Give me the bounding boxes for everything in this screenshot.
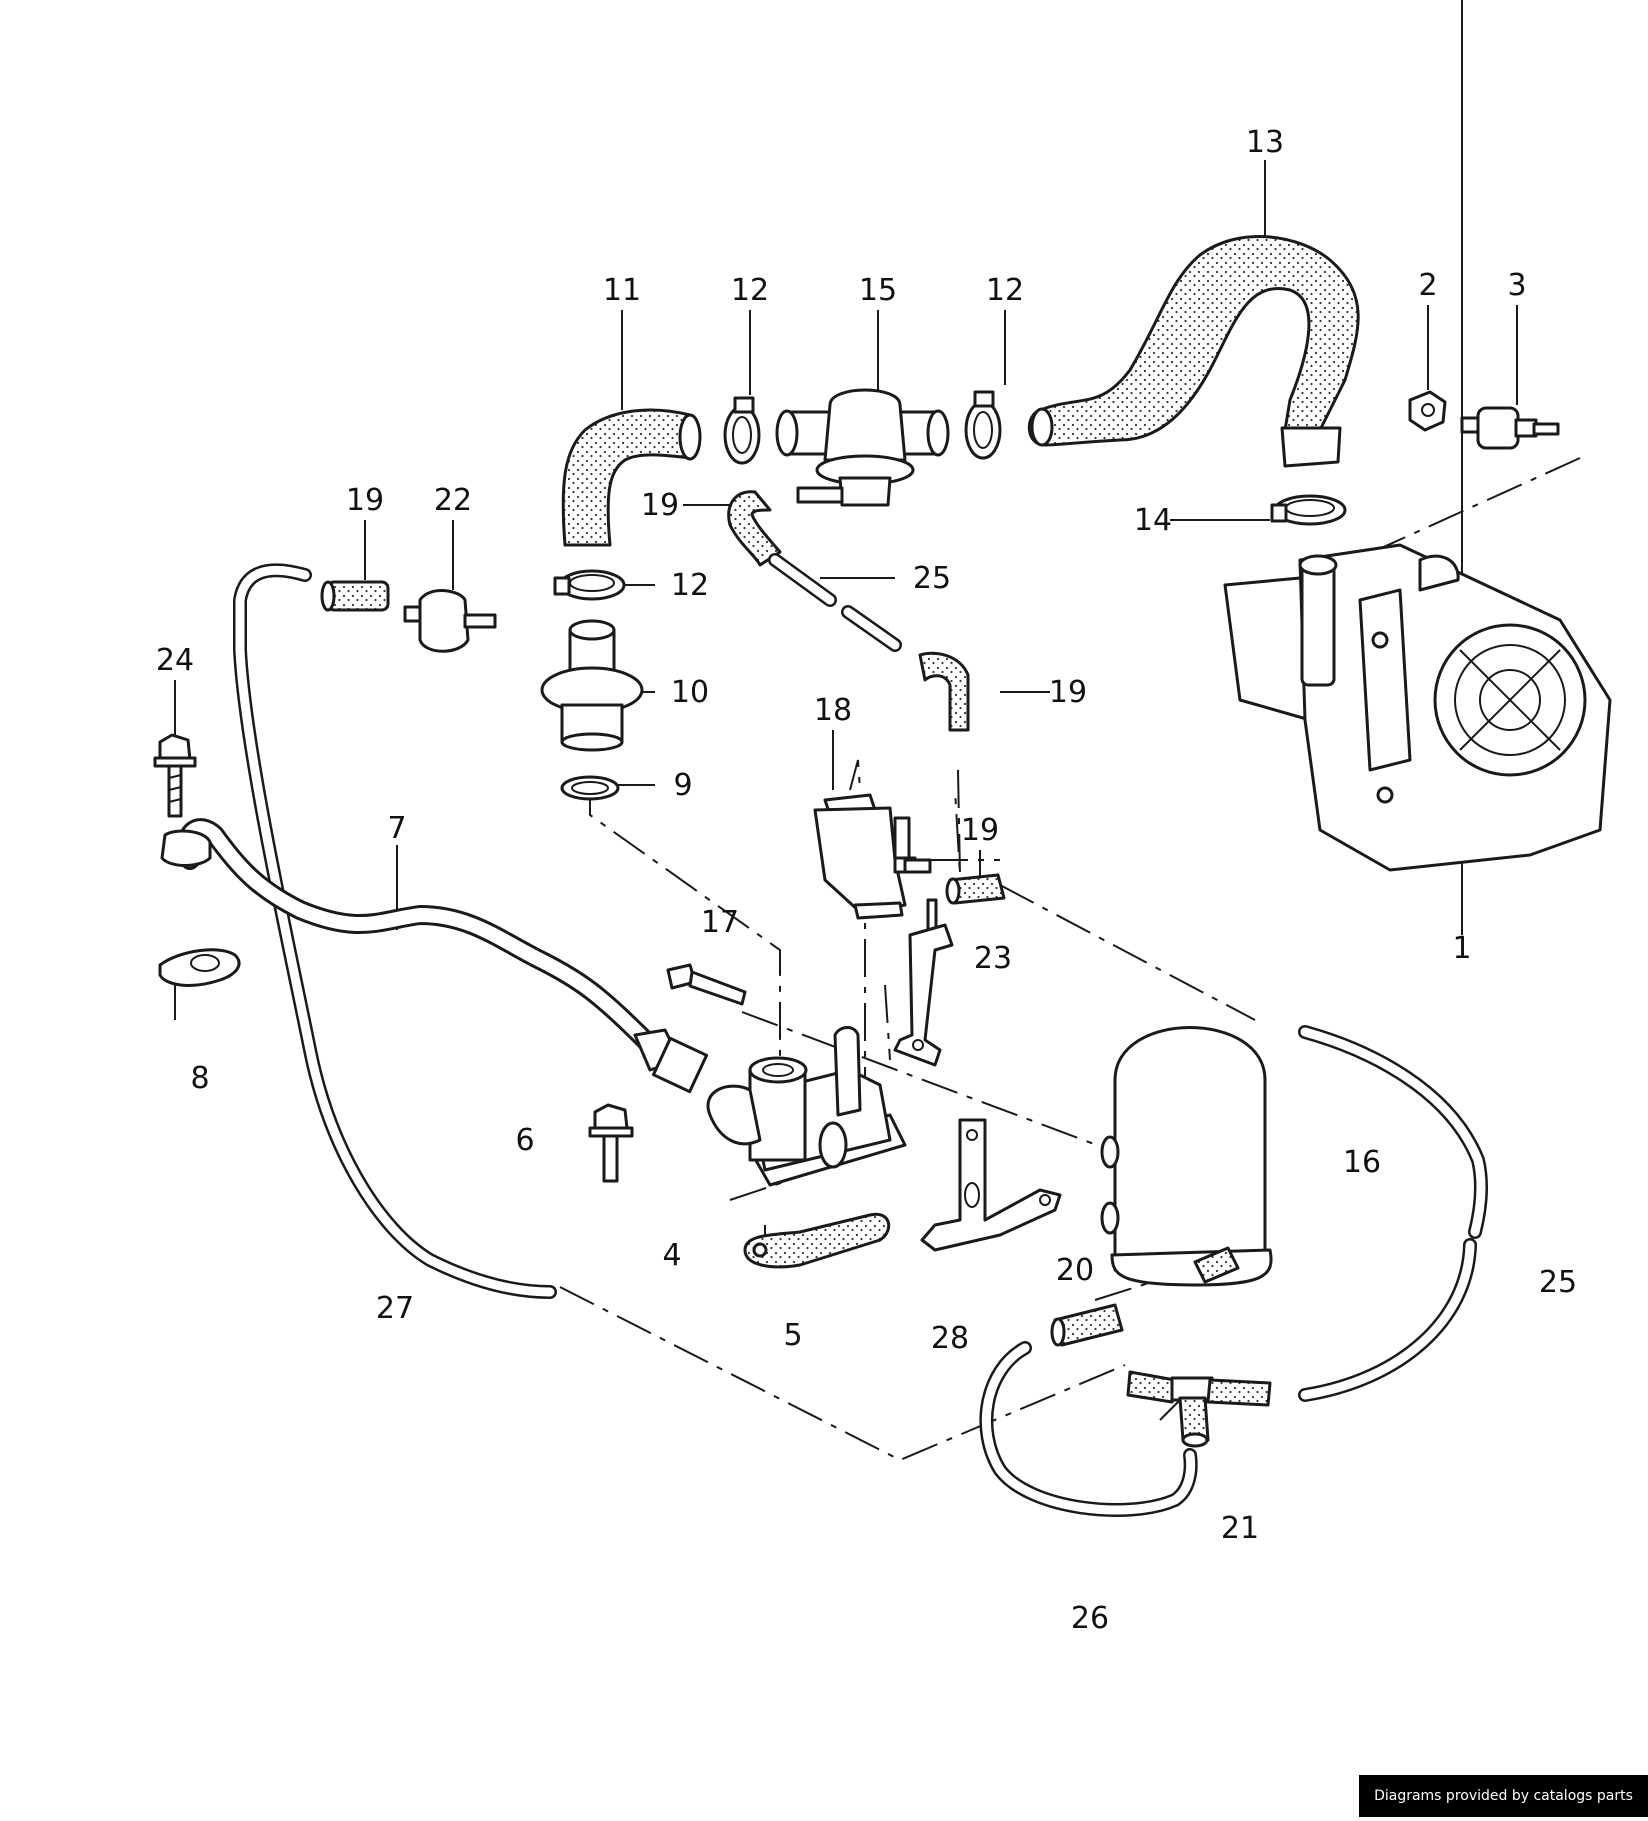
pipe-7 bbox=[177, 818, 709, 1094]
hose-19-d bbox=[945, 873, 1006, 905]
clamp-12-b bbox=[964, 390, 1002, 460]
bolt-24 bbox=[153, 733, 197, 818]
callout-14: 14 bbox=[1134, 503, 1172, 538]
bracket-23 bbox=[893, 898, 954, 1067]
callout-11: 11 bbox=[603, 273, 641, 308]
callout-10: 10 bbox=[671, 675, 709, 710]
filter-22 bbox=[403, 589, 497, 653]
gasket-5-hole bbox=[752, 1242, 768, 1258]
callout-2: 2 bbox=[1418, 268, 1437, 303]
hose-19-a bbox=[320, 580, 390, 612]
housing-4 bbox=[706, 1026, 907, 1187]
tube-27 bbox=[233, 563, 557, 1299]
callout-6: 6 bbox=[515, 1123, 534, 1158]
callout-17: 17 bbox=[701, 905, 739, 940]
tube-25-upper bbox=[768, 553, 902, 652]
callout-26: 26 bbox=[1071, 1601, 1109, 1636]
hose-20-end bbox=[1050, 1317, 1066, 1347]
callout-23: 23 bbox=[974, 941, 1012, 976]
callout-25: 25 bbox=[913, 561, 951, 596]
callout-13: 13 bbox=[1246, 125, 1284, 160]
callout-1: 1 bbox=[1452, 931, 1471, 966]
hose-13-sleeve bbox=[1280, 426, 1342, 468]
callout-27: 27 bbox=[376, 1291, 414, 1326]
callout-9: 9 bbox=[673, 768, 692, 803]
valve-3 bbox=[1460, 406, 1560, 450]
callout-19: 19 bbox=[346, 483, 384, 518]
callout-4: 4 bbox=[662, 1238, 681, 1273]
hose-19-c bbox=[918, 651, 970, 732]
clamp-14 bbox=[1270, 494, 1347, 526]
callout-24: 24 bbox=[156, 643, 194, 678]
hose-11 bbox=[561, 408, 692, 547]
attribution-text: Diagrams provided by catalogs parts bbox=[1374, 1788, 1633, 1804]
valve-10 bbox=[540, 619, 644, 752]
callout-12: 12 bbox=[986, 273, 1024, 308]
tube-25-right bbox=[1298, 1025, 1488, 1402]
attribution-footer: Diagrams provided by catalogs parts bbox=[1359, 1775, 1648, 1817]
valve-15 bbox=[775, 388, 950, 507]
hose-13-end bbox=[1030, 407, 1054, 447]
bolt-17 bbox=[666, 963, 747, 1006]
clamp-12-a bbox=[723, 396, 761, 465]
callout-15: 15 bbox=[859, 273, 897, 308]
callout-12: 12 bbox=[731, 273, 769, 308]
callout-12: 12 bbox=[671, 568, 709, 603]
callout-28: 28 bbox=[931, 1321, 969, 1356]
air-pump-1 bbox=[1223, 543, 1612, 872]
bolt-6 bbox=[588, 1103, 634, 1183]
callout-19: 19 bbox=[961, 813, 999, 848]
callout-19: 19 bbox=[641, 488, 679, 523]
callout-7: 7 bbox=[387, 811, 406, 846]
tube-26 bbox=[979, 1341, 1198, 1517]
hose-20 bbox=[1053, 1303, 1124, 1347]
callout-labels: 13 11 12 15 12 2 3 19 22 19 14 12 25 24 … bbox=[156, 125, 1577, 1636]
clamp-12-c bbox=[553, 569, 626, 601]
seal-9 bbox=[560, 775, 620, 801]
callout-5: 5 bbox=[783, 1318, 802, 1353]
hose-19-b bbox=[727, 490, 782, 567]
bracket-28 bbox=[920, 1118, 1062, 1252]
gasket-5 bbox=[743, 1212, 891, 1269]
callout-16: 16 bbox=[1343, 1145, 1381, 1180]
callout-20: 20 bbox=[1056, 1253, 1094, 1288]
hose-13 bbox=[1027, 235, 1360, 447]
callout-3: 3 bbox=[1507, 268, 1526, 303]
solenoid-18 bbox=[813, 793, 932, 920]
nut-2 bbox=[1408, 390, 1447, 432]
callout-19: 19 bbox=[1049, 675, 1087, 710]
callout-25: 25 bbox=[1539, 1265, 1577, 1300]
tee-21 bbox=[1126, 1370, 1272, 1448]
callout-22: 22 bbox=[434, 483, 472, 518]
reservoir-16 bbox=[1100, 1026, 1273, 1287]
callout-8: 8 bbox=[190, 1061, 209, 1096]
callout-21: 21 bbox=[1221, 1511, 1259, 1546]
hose-11-end bbox=[678, 413, 702, 461]
gasket-8 bbox=[158, 829, 241, 987]
callout-18: 18 bbox=[814, 693, 852, 728]
